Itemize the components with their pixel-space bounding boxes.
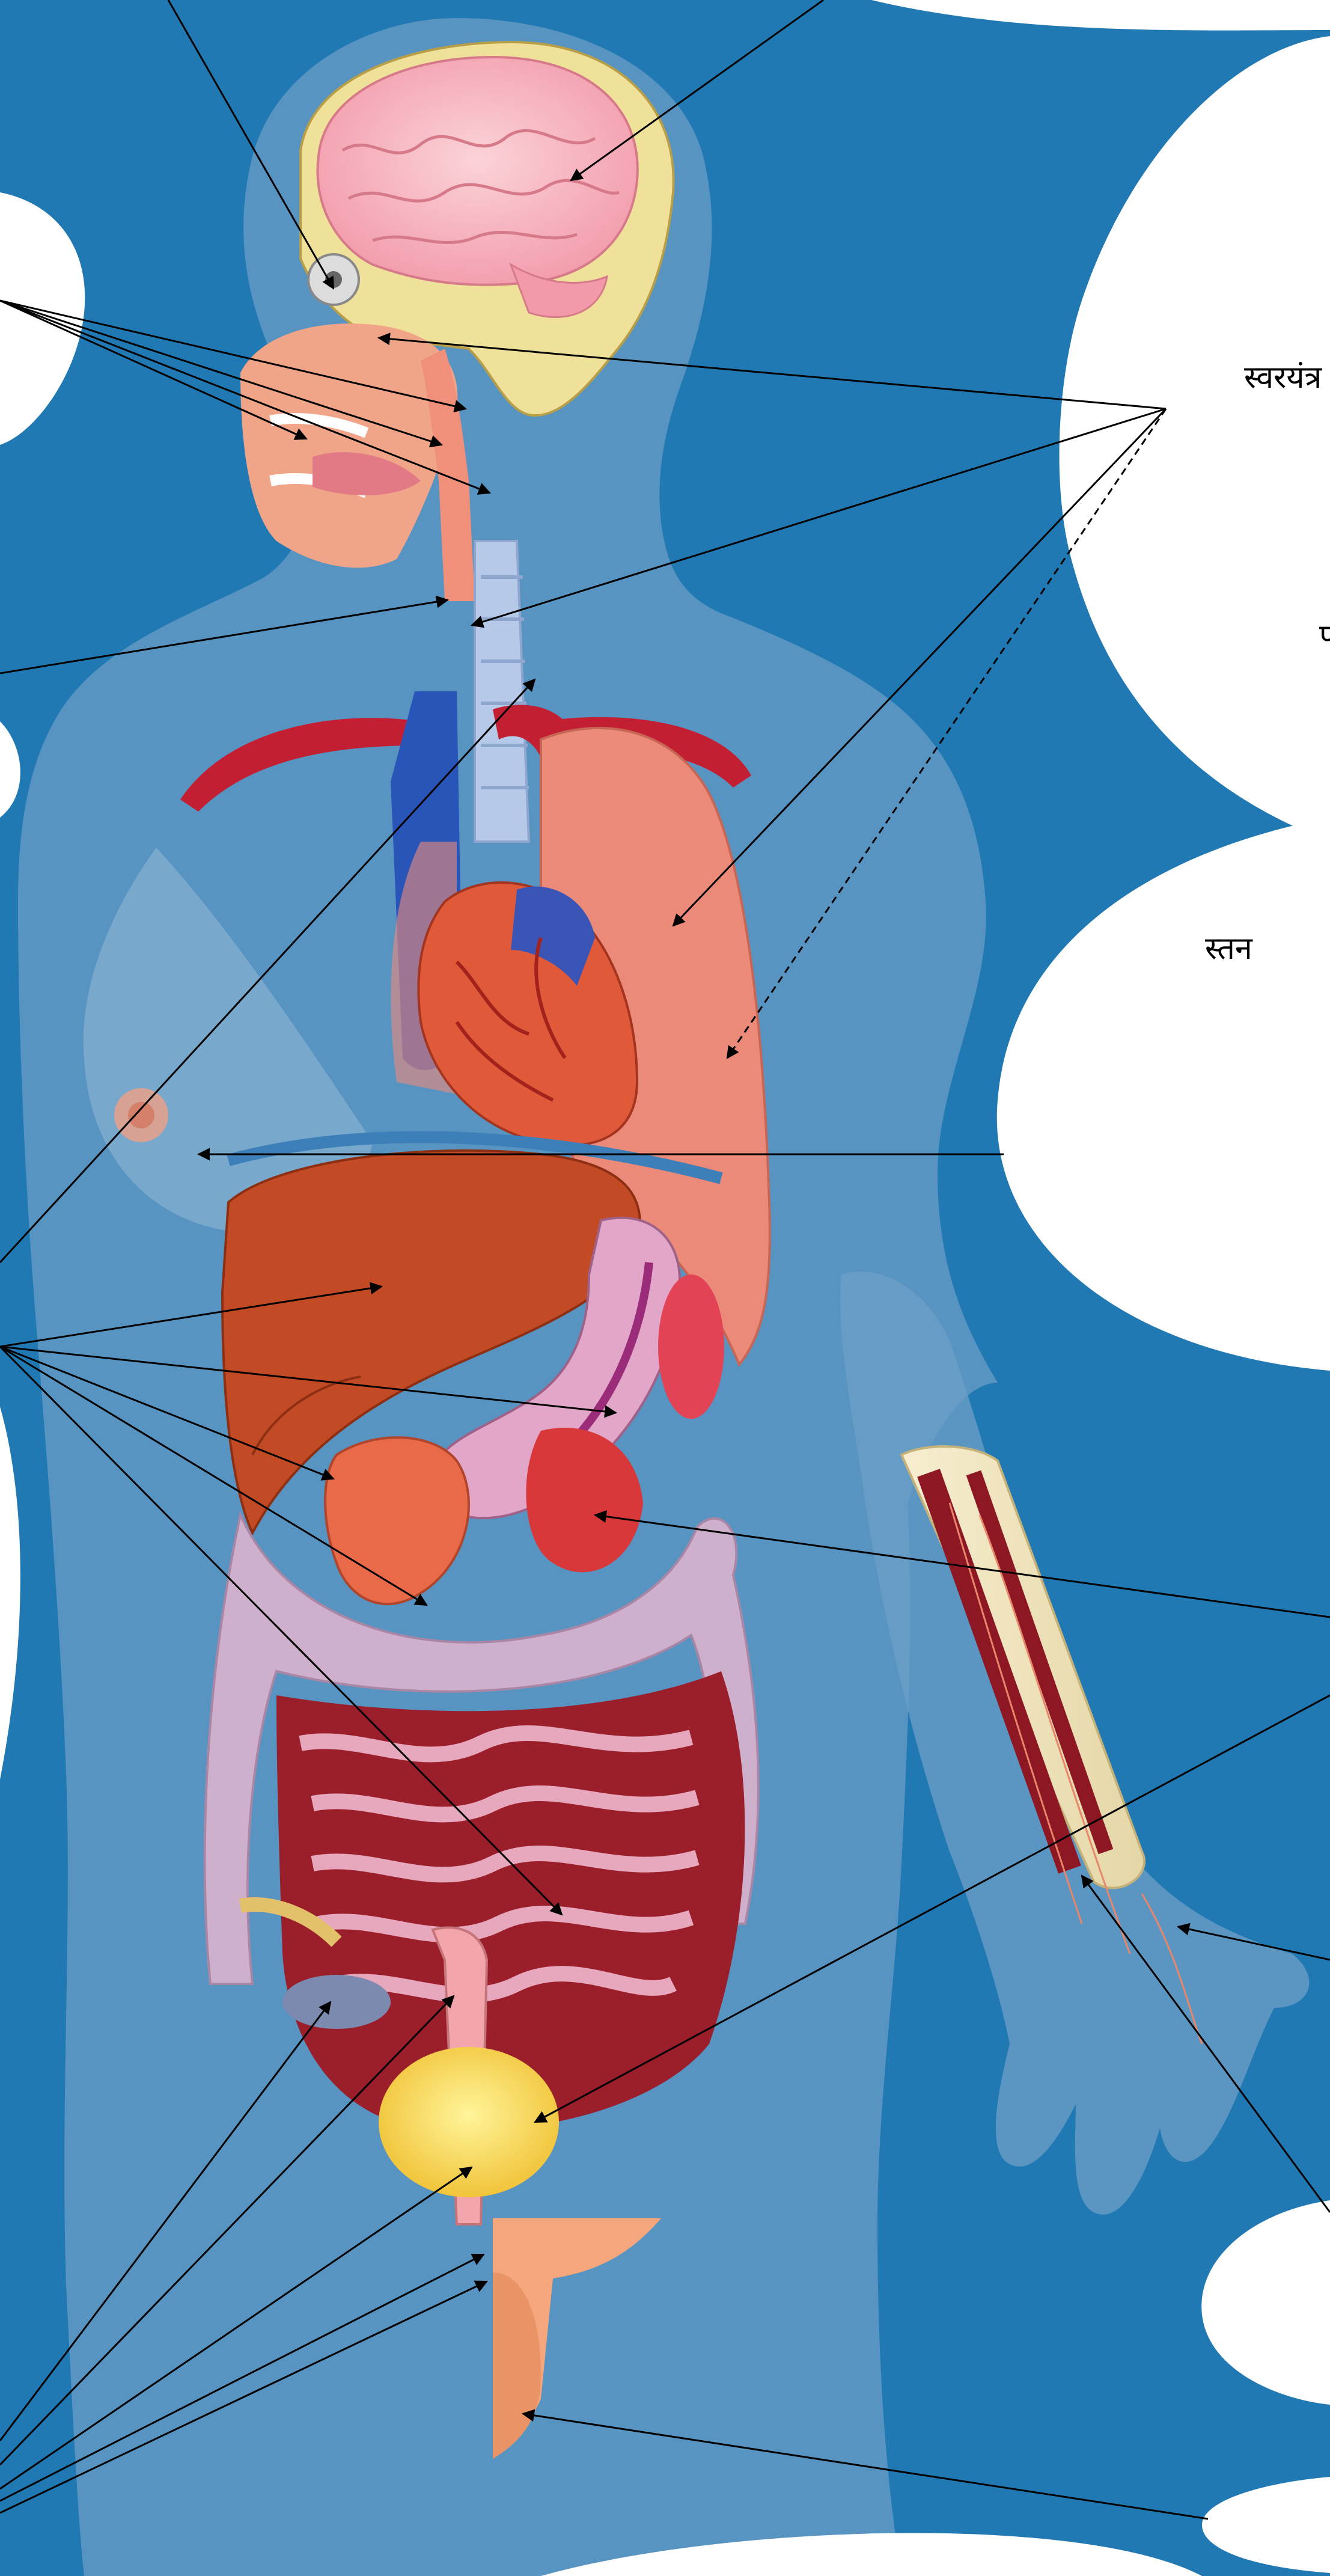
spleen bbox=[658, 1274, 724, 1419]
bubble-left-2 bbox=[0, 721, 20, 818]
bubble-right-1 bbox=[1060, 36, 1330, 842]
ovary bbox=[282, 1975, 391, 2029]
bubble-right-4 bbox=[1202, 2477, 1330, 2573]
bubble-right-2 bbox=[997, 818, 1330, 1371]
bladder bbox=[379, 2047, 559, 2197]
bubble-left-3 bbox=[0, 1407, 20, 1779]
larynx-label: स्वरयंत्र bbox=[1244, 355, 1322, 397]
bubble-left-1 bbox=[0, 192, 85, 445]
bubble-right-3 bbox=[1201, 2200, 1330, 2405]
breast-label: स्तन bbox=[1205, 926, 1252, 968]
bubble-top-right bbox=[871, 0, 1330, 31]
cut-off-label: प bbox=[1319, 613, 1330, 656]
